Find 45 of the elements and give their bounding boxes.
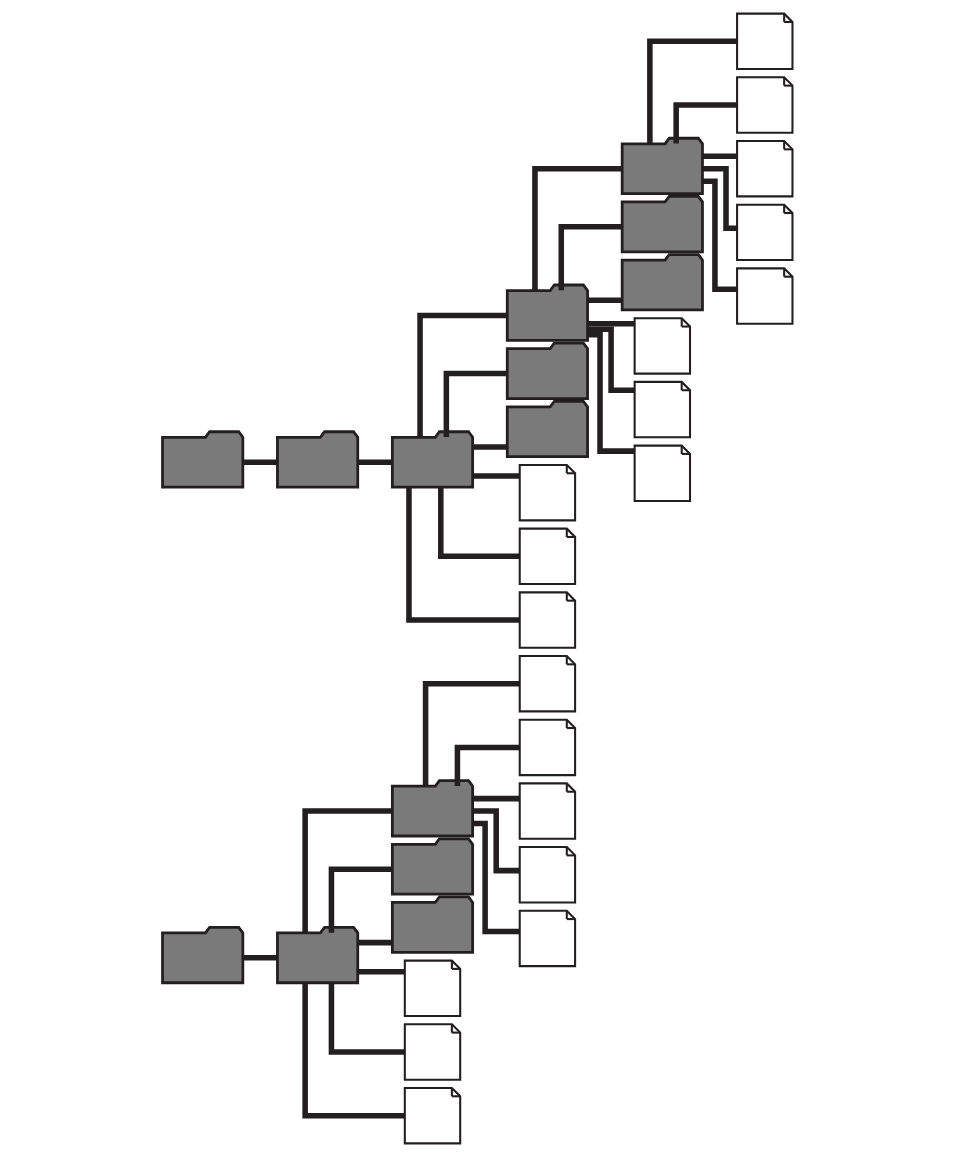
connector <box>454 744 519 786</box>
connector <box>357 968 405 975</box>
connector <box>472 820 520 935</box>
connector <box>702 165 737 231</box>
node-folder <box>275 430 359 489</box>
connector <box>328 866 392 933</box>
connector <box>472 808 519 874</box>
node-folder <box>505 283 589 342</box>
connector <box>587 321 635 327</box>
node-folder <box>160 430 244 489</box>
connector <box>242 459 277 465</box>
connector <box>531 165 622 290</box>
connector <box>587 326 634 393</box>
connector <box>672 102 737 144</box>
connector <box>328 983 404 1055</box>
connector <box>472 795 520 802</box>
node-folder <box>390 895 474 954</box>
node-folder <box>390 779 474 838</box>
connector <box>702 153 737 159</box>
node-folder <box>505 399 589 459</box>
connector <box>437 487 519 560</box>
connector <box>587 332 634 454</box>
connector <box>472 473 520 479</box>
node-folder <box>620 253 704 312</box>
connector <box>242 955 277 961</box>
node-folder <box>390 837 474 896</box>
node-folder <box>620 136 704 195</box>
node-folder <box>160 926 244 985</box>
connector <box>416 312 507 437</box>
node-folder <box>620 195 704 254</box>
connector <box>422 680 519 786</box>
connector <box>301 982 404 1119</box>
connector <box>472 444 507 450</box>
connector <box>443 370 507 438</box>
node-folder <box>505 341 589 400</box>
connector <box>357 459 392 465</box>
node-folder <box>390 430 474 489</box>
connector <box>405 487 519 623</box>
connector <box>357 939 392 946</box>
connector <box>702 178 737 292</box>
connector <box>558 224 622 291</box>
node-folder <box>275 926 359 985</box>
connector <box>646 38 737 144</box>
connector <box>587 297 622 303</box>
connector <box>301 808 392 933</box>
